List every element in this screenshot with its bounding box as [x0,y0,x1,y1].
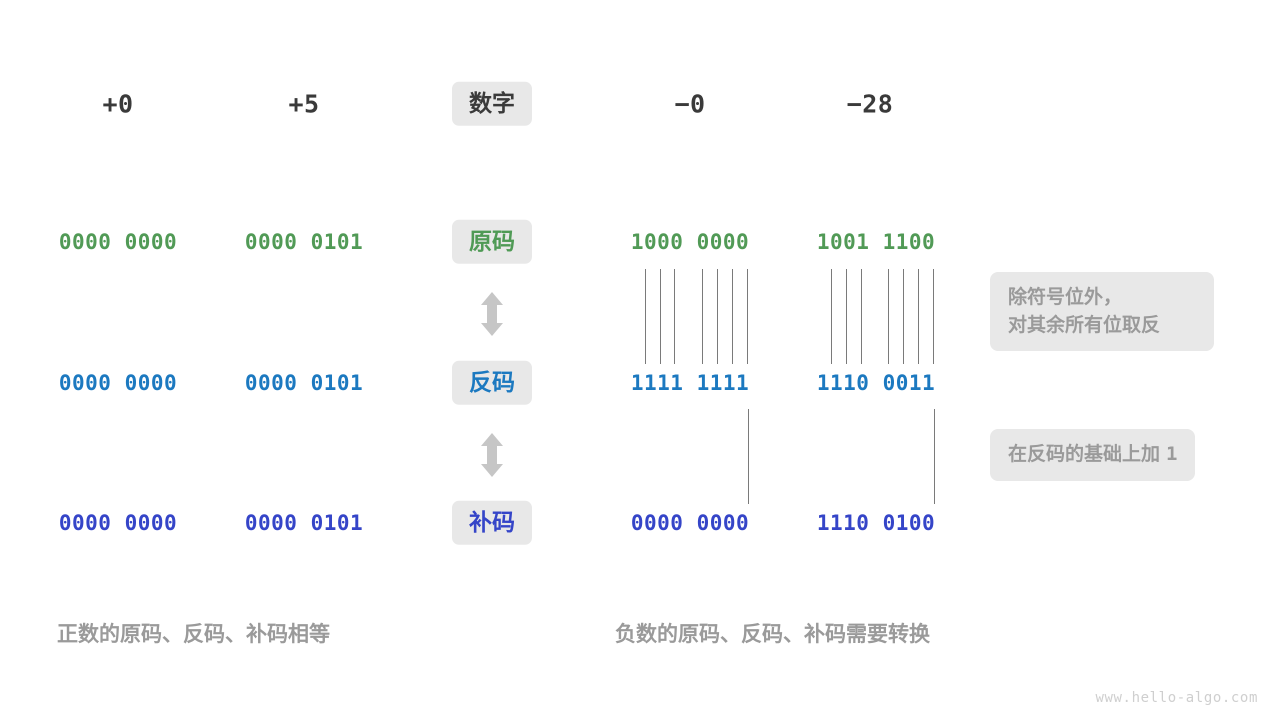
connector-line [702,269,703,364]
note-invert-bits: 除符号位外， 对其余所有位取反 [990,272,1214,352]
cell-twos-complement-pos5: 0000 0101 [244,511,364,535]
header-col-pos0: +0 [102,89,134,119]
row-label-ones-complement: 反码 [452,360,532,406]
row-label-twos-complement: 补码 [452,500,532,546]
connector-line [903,269,904,364]
row-label-number: 数字 [452,81,532,127]
note-add-one-value: 1 [1166,443,1178,465]
header-col-neg28: −28 [846,89,894,119]
connector-line [732,269,733,364]
cell-twos-complement-pos0: 0000 0000 [58,511,178,535]
connector-line [660,269,661,364]
row-label-sign-magnitude: 原码 [452,219,532,265]
connector-line [918,269,919,364]
cell-twos-complement-neg0: 0000 0000 [630,511,750,535]
header-col-pos5: +5 [288,89,320,119]
cell-sign-magnitude-neg28: 1001 1100 [816,230,936,254]
header-col-neg0: −0 [674,89,706,119]
note-add-one-text: 在反码的基础上加 [1008,443,1161,465]
cell-ones-complement-neg28: 1110 0011 [816,371,936,395]
connector-line [934,409,935,504]
connector-line [645,269,646,364]
caption-negative: 负数的原码、反码、补码需要转换 [615,622,930,646]
up-down-arrow-icon [479,432,505,478]
connector-line [747,269,748,364]
cell-sign-magnitude-pos0: 0000 0000 [58,230,178,254]
caption-positive: 正数的原码、反码、补码相等 [57,622,330,646]
cell-sign-magnitude-neg0: 1000 0000 [630,230,750,254]
connector-line [674,269,675,364]
note-add-one: 在反码的基础上加 1 [990,429,1196,481]
connector-line [846,269,847,364]
up-down-arrow-icon [479,291,505,337]
watermark: www.hello-algo.com [1095,690,1258,706]
cell-ones-complement-pos5: 0000 0101 [244,371,364,395]
cell-ones-complement-neg0: 1111 1111 [630,371,750,395]
connector-line [861,269,862,364]
connector-line [717,269,718,364]
connector-line [831,269,832,364]
cell-sign-magnitude-pos5: 0000 0101 [244,230,364,254]
connector-line [748,409,749,504]
cell-ones-complement-pos0: 0000 0000 [58,371,178,395]
connector-line [888,269,889,364]
cell-twos-complement-neg28: 1110 0100 [816,511,936,535]
connector-line [933,269,934,364]
